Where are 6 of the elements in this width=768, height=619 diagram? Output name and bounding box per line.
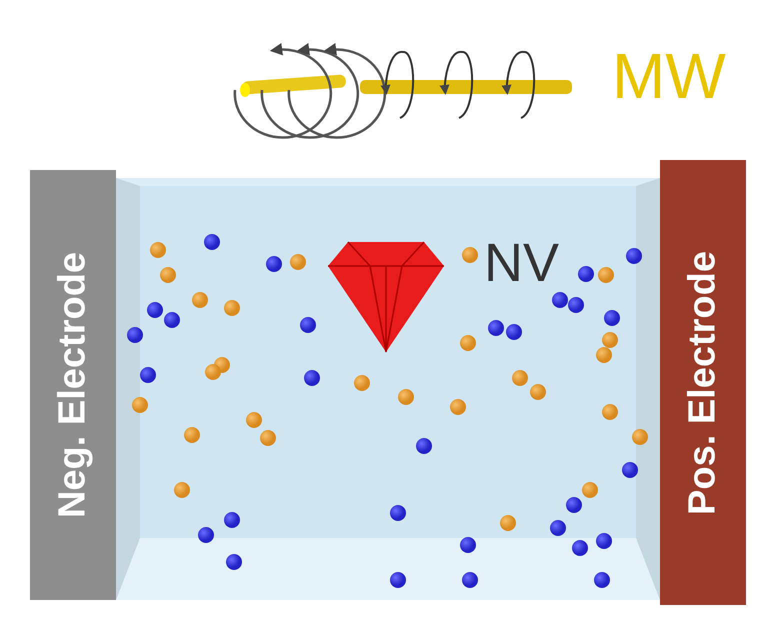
electrode-label: Neg. Electrode (50, 252, 94, 518)
electrode-plate (30, 170, 116, 600)
electrode-label: Pos. Electrode (680, 250, 724, 514)
nv-label: NV (484, 236, 560, 290)
microwave-label: MW (612, 44, 726, 108)
electrode-plate (660, 160, 746, 605)
